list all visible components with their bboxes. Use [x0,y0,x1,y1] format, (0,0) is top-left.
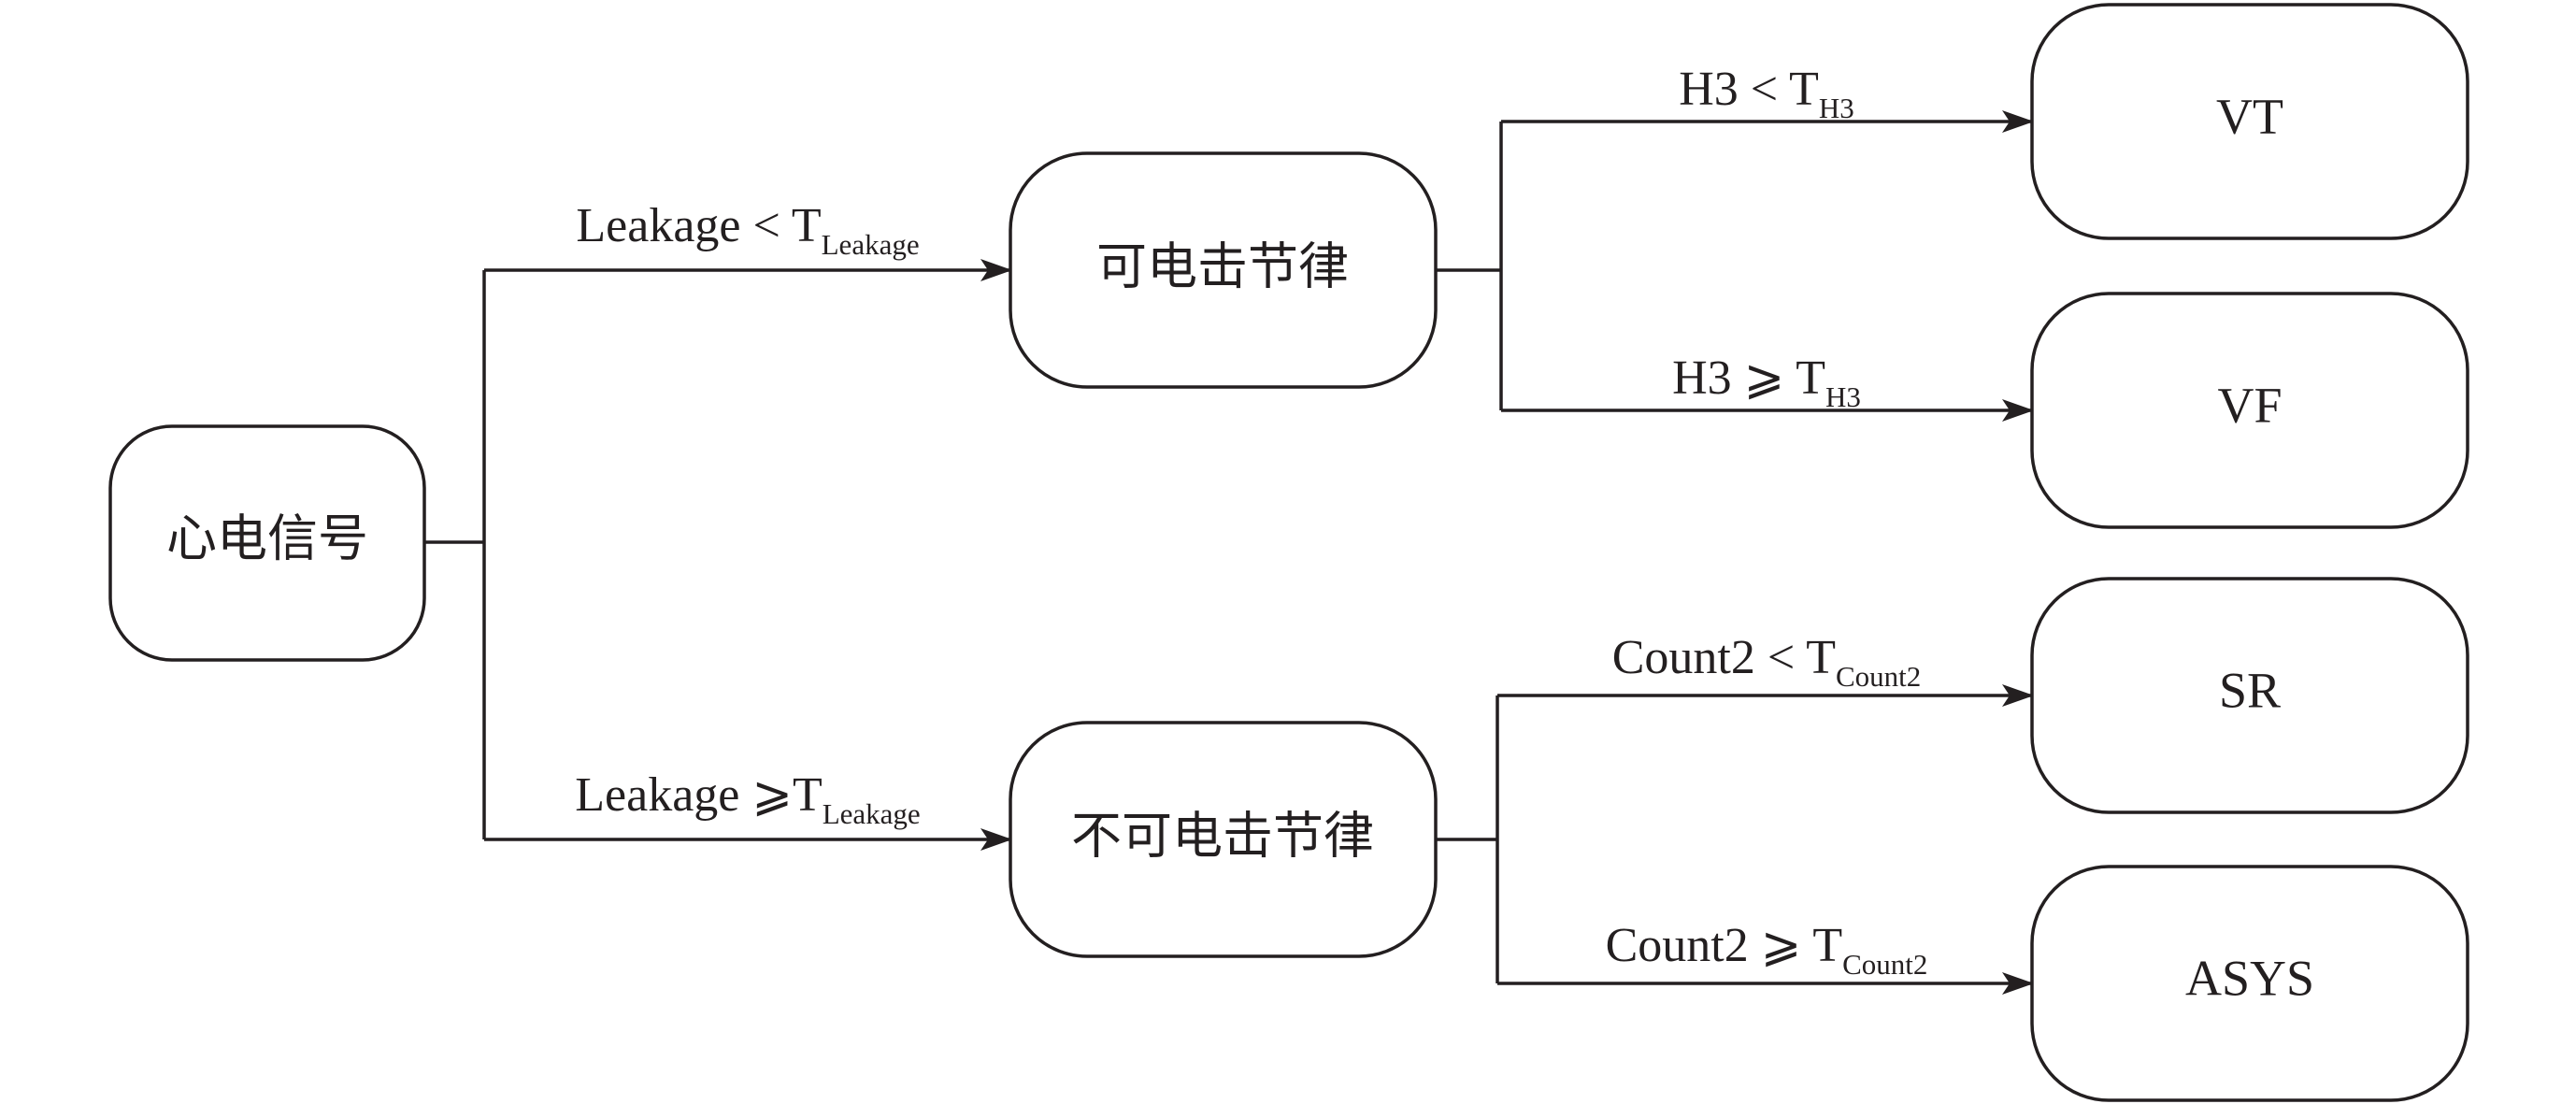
node-root-box [108,424,426,662]
edge-label-h3-lt-main: H3 < T [1679,63,1819,116]
node-shockable-box [1009,151,1438,389]
node-asys: ASYS [2030,865,2469,1102]
node-non-shockable-label: 不可电击节律 [1071,807,1374,866]
edge-label-count2-ge-main: Count2 ⩾ T [1606,919,1843,972]
edge-label-leakage-lt: Leakage < TLeakage [576,199,919,261]
edge-label-count2-ge-sub: Count2 [1842,948,1927,981]
edge-label-h3-ge-main: H3 ⩾ T [1672,351,1825,405]
node-root: 心电信号 [108,424,426,662]
edge-label-h3-lt-sub: H3 [1819,92,1854,124]
node-root-label: 心电信号 [166,509,368,568]
node-non-shockable: 不可电击节律 [1009,721,1438,958]
edge-label-leakage-lt-main: Leakage < T [576,199,821,252]
connectors [424,110,2034,995]
edge-label-leakage-lt-sub: Leakage [822,228,920,261]
node-vf-box [2030,292,2469,529]
edge-label-leakage-ge-sub: Leakage [823,797,921,830]
node-non-shockable-box [1009,721,1438,958]
node-vt: VT [2030,3,2469,240]
edge-label-h3-ge-sub: H3 [1825,380,1861,413]
node-vt-box [2030,3,2469,240]
edge-label-h3-lt: H3 < TH3 [1679,63,1854,124]
edge-labels: Leakage < TLeakage Leakage ⩾TLeakage H3 … [575,63,1927,981]
edge-label-count2-lt-sub: Count2 [1836,660,1921,693]
node-vf: VF [2030,292,2469,529]
edge-label-h3-ge: H3 ⩾ TH3 [1672,351,1861,413]
node-sr-label: SR [2219,662,2281,718]
node-asys-box [2030,865,2469,1102]
edge-label-count2-lt-main: Count2 < T [1612,631,1836,684]
node-asys-label: ASYS [2185,950,2314,1006]
edge-label-leakage-ge-main: Leakage ⩾T [575,768,822,822]
node-sr-box [2030,577,2469,814]
node-vf-label: VF [2217,377,2282,433]
node-shockable-label: 可电击节律 [1096,237,1349,296]
edge-label-count2-lt: Count2 < TCount2 [1612,631,1922,693]
edge-label-leakage-ge: Leakage ⩾TLeakage [575,768,920,830]
edge-label-count2-ge: Count2 ⩾ TCount2 [1606,919,1928,981]
node-sr: SR [2030,577,2469,814]
node-vt-label: VT [2216,88,2283,144]
node-shockable: 可电击节律 [1009,151,1438,389]
